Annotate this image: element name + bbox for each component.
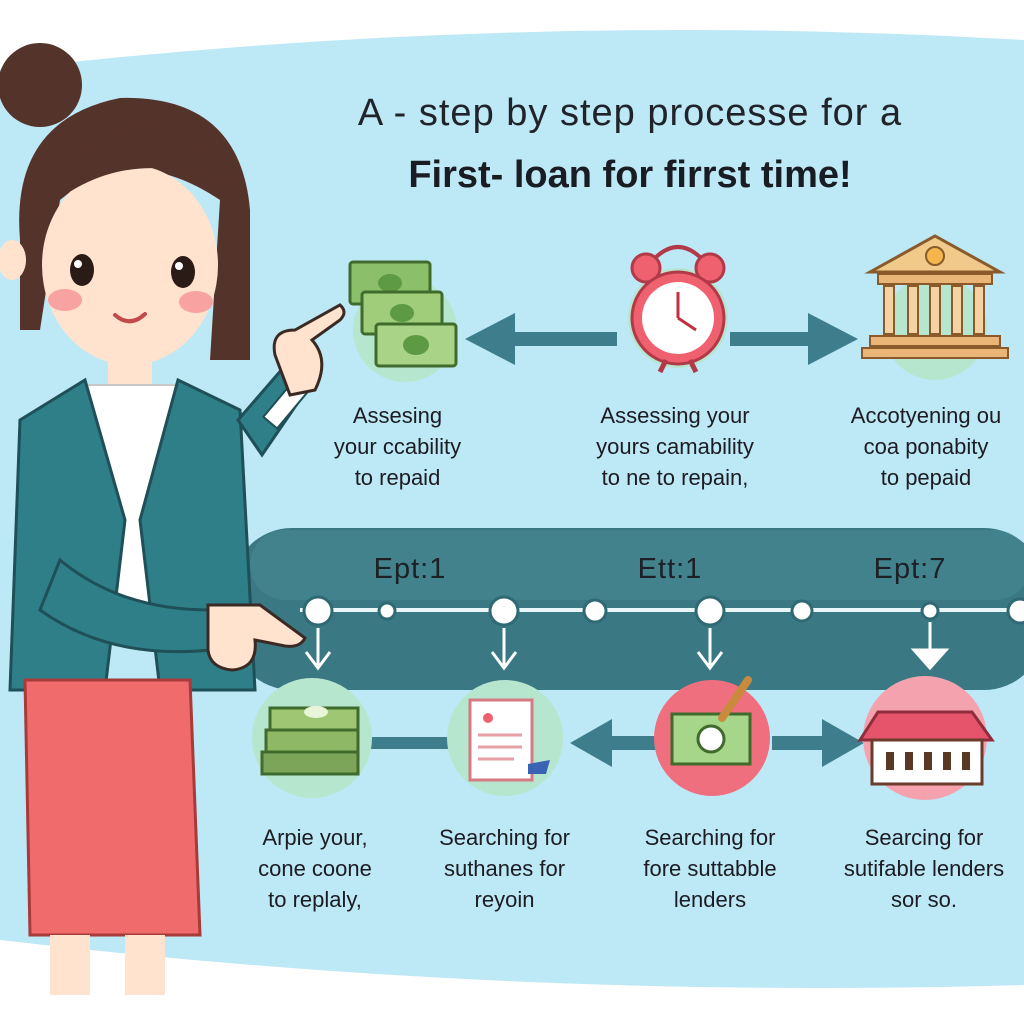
alarm-clock-icon [628, 245, 728, 374]
bottom-arrow-right [772, 719, 864, 767]
bottom-arrow-left [570, 719, 660, 767]
title-line-2: First- loan for firrst time! [408, 154, 852, 196]
raised-hand [272, 303, 346, 397]
mouth [113, 312, 147, 324]
lower-hand [206, 603, 307, 672]
leg-left [50, 935, 90, 995]
timeline-node [488, 595, 520, 627]
eye-left [70, 254, 94, 286]
neck [108, 350, 152, 390]
bank-building-icon [861, 234, 1009, 380]
timeline-node [582, 598, 608, 624]
money-bundle-icon [252, 678, 372, 798]
bottom-step-caption-4: Searcing for sutifable lenders sor so. [843, 825, 1005, 912]
leg-right [125, 935, 165, 995]
presenter-character [0, 43, 346, 995]
timeline-node [920, 601, 940, 621]
top-arrow-left [465, 313, 617, 365]
title-line-1: A - step by step processe for a [357, 92, 903, 134]
bottom-step-caption-3: Searching for fore suttabble lenders [643, 825, 777, 912]
timeline-nodes [302, 595, 1024, 627]
cheek-right [179, 291, 213, 313]
cash-stack-icon [348, 260, 458, 382]
top-arrow-right [730, 313, 858, 365]
eye-right [171, 256, 195, 288]
step-label-3: Ept:7 [873, 553, 947, 585]
face [42, 165, 218, 365]
timeline-node [790, 599, 814, 623]
cheek-left [48, 289, 82, 311]
bottom-step-caption-1: Arpie your, cone coone to replaly, [258, 825, 372, 912]
top-step-caption-3: Accotyening ou coa ponabity to pepaid [850, 403, 1002, 490]
skirt [23, 678, 202, 937]
top-step-caption-1: Assesing your ccability to repaid [333, 403, 462, 490]
bottom-connector [360, 737, 460, 749]
timeline-node [302, 595, 334, 627]
hair-bun [0, 43, 82, 127]
step-label-1: Ept:1 [373, 553, 447, 585]
timeline-node [694, 595, 726, 627]
top-step-caption-2: Assessing your yours camability to ne to… [596, 403, 754, 490]
down-arrows [304, 622, 950, 671]
timeline-node [1006, 597, 1024, 625]
timeline-node [377, 601, 397, 621]
step-label-2: Ett:1 [637, 553, 703, 585]
check-with-pen-icon [654, 676, 770, 796]
document-icon [447, 680, 563, 796]
bottom-step-caption-2: Searching for suthanes for reyoin [439, 825, 570, 912]
house-icon [857, 676, 995, 800]
